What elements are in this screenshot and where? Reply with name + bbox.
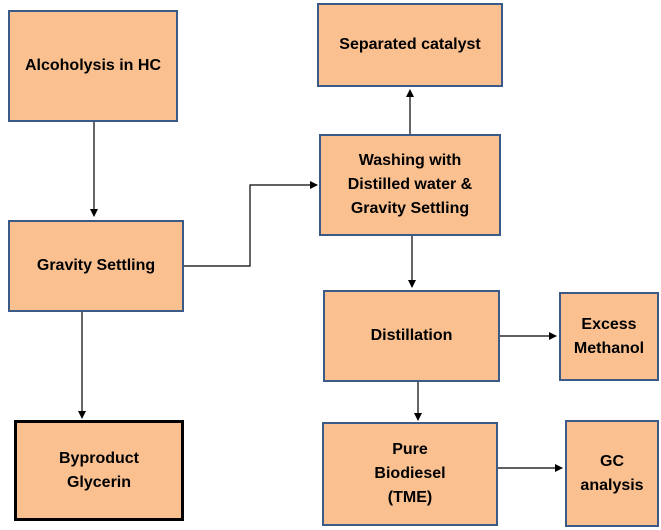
node-gc-analysis: GC analysis <box>565 420 659 527</box>
node-gravity-settling: Gravity Settling <box>8 220 184 312</box>
node-excess-methanol: Excess Methanol <box>559 292 659 381</box>
node-separated-catalyst: Separated catalyst <box>317 3 503 87</box>
node-distillation: Distillation <box>323 290 500 382</box>
node-alcoholysis: Alcoholysis in HC <box>8 10 178 122</box>
node-washing: Washing with Distilled water & Gravity S… <box>319 134 501 236</box>
node-pure-biodiesel: Pure Biodiesel (TME) <box>322 422 498 526</box>
arrow-gravity-to-washing <box>184 181 318 267</box>
node-byproduct-glycerin: Byproduct Glycerin <box>14 420 184 521</box>
